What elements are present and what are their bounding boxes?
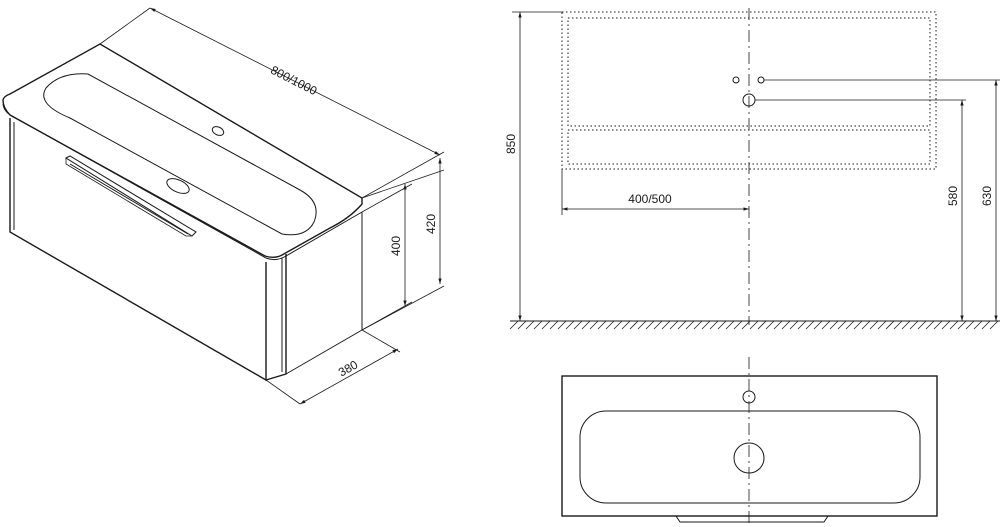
front-elevation: 850 400/500 580 630 — [504, 8, 1000, 330]
dimension-mount-height: 850 — [504, 134, 518, 154]
dimension-width: 800/1000 — [268, 63, 319, 98]
tap-connection-left — [732, 76, 740, 84]
dimension-tap-height: 630 — [980, 186, 994, 206]
floor-hatch — [509, 320, 999, 330]
tap-hole — [211, 126, 225, 136]
drain-hole — [166, 178, 190, 194]
drawer-handle — [64, 155, 197, 237]
dimension-half-width: 400/500 — [628, 192, 672, 206]
cabinet-side — [265, 254, 287, 381]
tap-hole-top — [742, 390, 756, 404]
cabinet-outline — [561, 11, 937, 170]
basin-bowl — [43, 73, 317, 236]
dimension-depth: 380 — [336, 357, 361, 379]
drawer-handle-bar — [69, 163, 189, 235]
basin-outline — [561, 375, 938, 517]
basin-bowl-top — [579, 410, 921, 504]
dimension-cabinet-height: 400 — [389, 236, 403, 256]
tap-connection-right — [757, 76, 765, 84]
cabinet-front — [9, 118, 267, 382]
handle-top — [675, 515, 829, 523]
isometric-view: 800/1000 400 420 380 — [2, 7, 445, 405]
drain-hole-top — [733, 442, 765, 474]
dimension-total-height: 420 — [424, 214, 438, 234]
countertop-top — [2, 43, 363, 258]
top-view — [561, 357, 938, 527]
cabinet-side-rear — [285, 212, 363, 375]
dimension-drain-height: 580 — [946, 186, 960, 206]
